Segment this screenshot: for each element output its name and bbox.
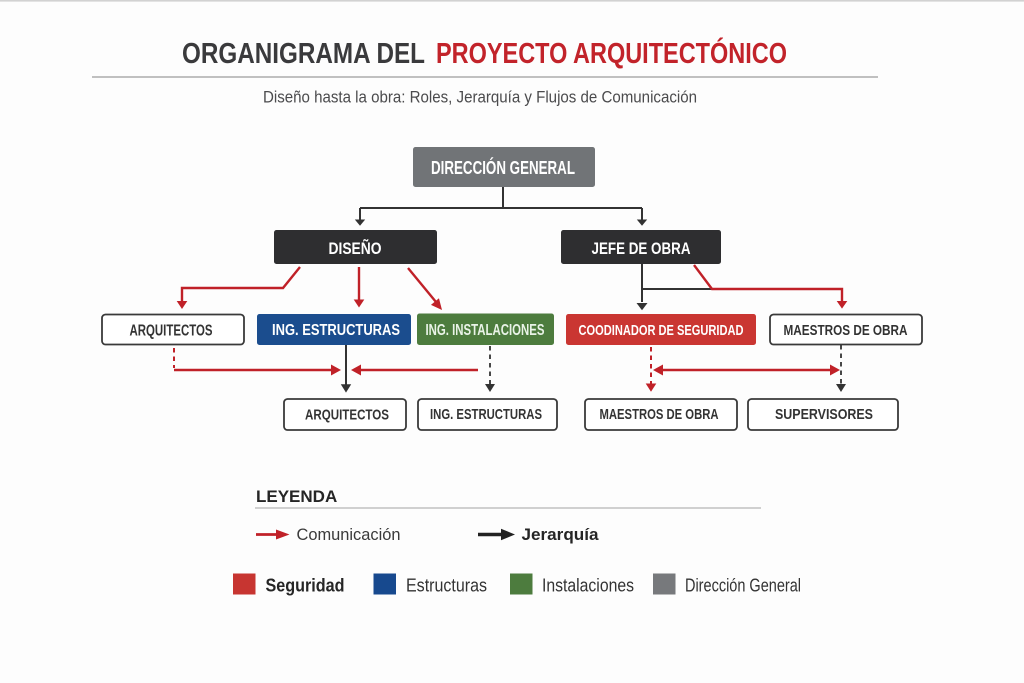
svg-text:JEFE DE OBRA: JEFE DE OBRA — [592, 239, 691, 258]
svg-text:DIRECCIÓN GENERAL: DIRECCIÓN GENERAL — [431, 157, 575, 178]
svg-text:ARQUITECTOS: ARQUITECTOS — [305, 407, 389, 424]
svg-text:ING. INSTALACIONES: ING. INSTALACIONES — [426, 322, 545, 339]
svg-text:Diseño hasta la obra: Roles, J: Diseño hasta la obra: Roles, Jerarquía y… — [263, 88, 697, 107]
svg-text:Instalaciones: Instalaciones — [542, 576, 634, 596]
svg-text:MAESTROS DE OBRA: MAESTROS DE OBRA — [784, 322, 908, 339]
svg-text:Dirección General: Dirección General — [685, 576, 801, 596]
svg-text:MAESTROS DE OBRA: MAESTROS DE OBRA — [600, 406, 719, 423]
svg-text:Estructuras: Estructuras — [406, 576, 487, 596]
svg-text:LEYENDA: LEYENDA — [256, 487, 337, 506]
svg-text:Comunicación: Comunicación — [297, 526, 401, 544]
svg-text:ORGANIGRAMA DEL: ORGANIGRAMA DEL — [182, 38, 425, 70]
svg-text:ING. ESTRUCTURAS: ING. ESTRUCTURAS — [272, 322, 400, 339]
svg-text:DISEÑO: DISEÑO — [329, 238, 382, 258]
svg-text:PROYECTO ARQUITECTÓNICO: PROYECTO ARQUITECTÓNICO — [436, 36, 787, 70]
svg-text:ING. ESTRUCTURAS: ING. ESTRUCTURAS — [430, 406, 542, 423]
svg-text:Seguridad: Seguridad — [266, 576, 345, 596]
svg-text:ARQUITECTOS: ARQUITECTOS — [130, 323, 213, 340]
svg-text:COODINADOR DE SEGURIDAD: COODINADOR DE SEGURIDAD — [579, 322, 744, 339]
svg-text:SUPERVISORES: SUPERVISORES — [775, 406, 873, 423]
svg-text:Jerarquía: Jerarquía — [522, 526, 600, 544]
